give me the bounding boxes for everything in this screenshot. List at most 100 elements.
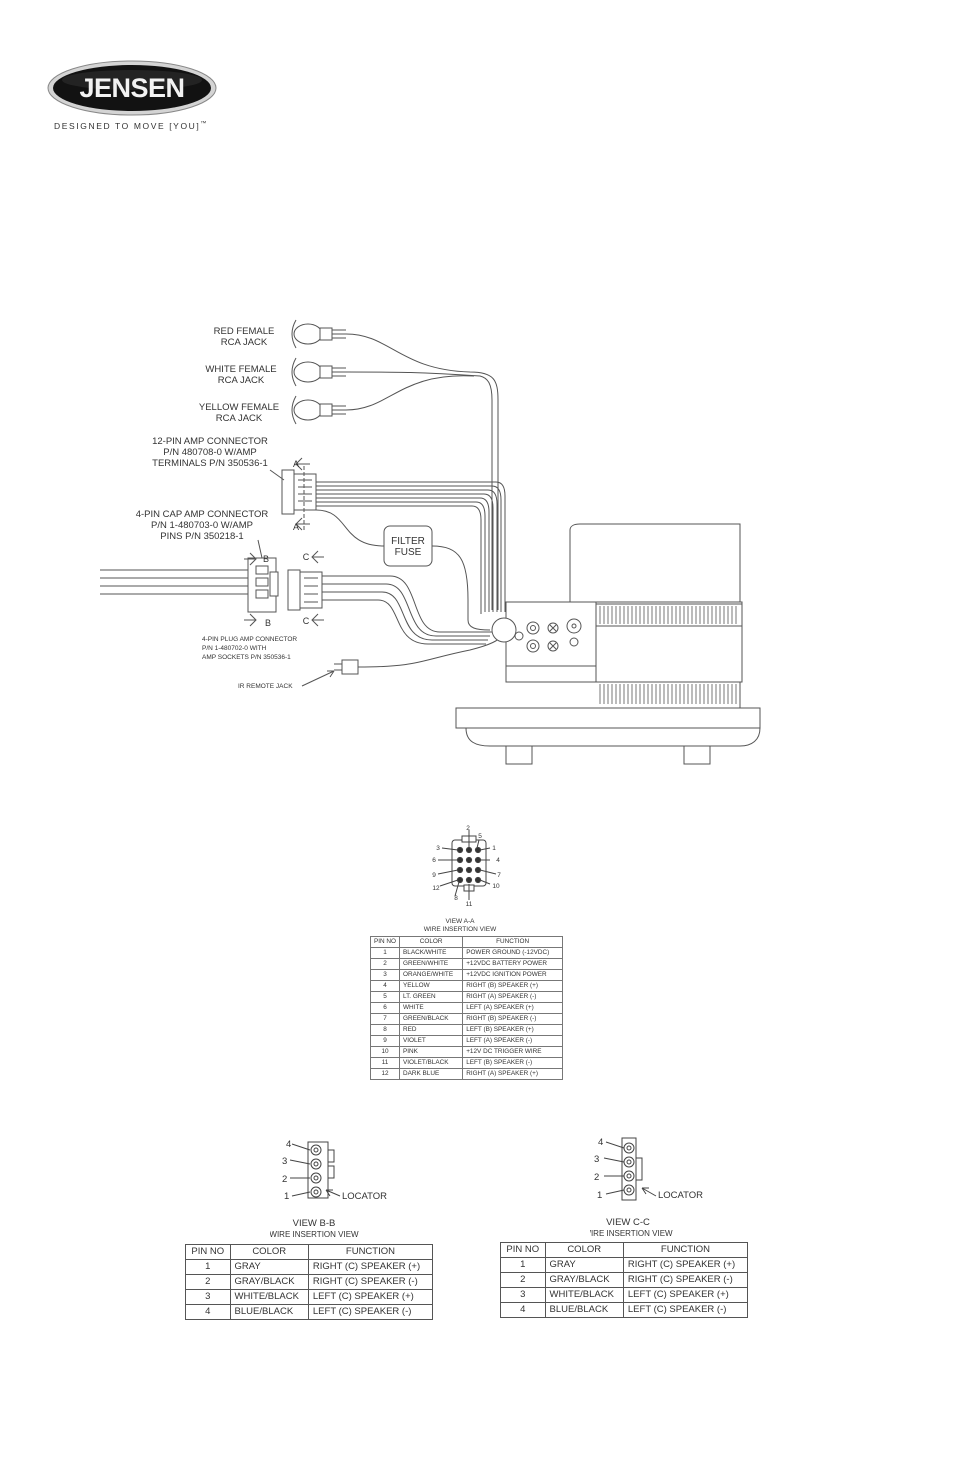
cell-function: +12VDC BATTERY POWER — [462, 958, 563, 970]
label-12pin-2: P/N 480708-0 W/AMP — [163, 447, 256, 458]
cell-no: 4 — [500, 1302, 546, 1318]
pin-c-3: 3 — [594, 1154, 599, 1165]
pin-c-1: 1 — [597, 1190, 602, 1201]
cell-color: BLUE/BLACK — [229, 1304, 309, 1320]
cell-color: ORANGE/WHITE — [399, 969, 464, 981]
table-header-row: PIN NO COLOR FUNCTION — [185, 1244, 434, 1260]
arrow-b-bottom — [244, 613, 257, 627]
jensen-logo: JENSEN — [46, 60, 218, 138]
cell-no: 7 — [369, 1013, 401, 1025]
cell-function: LEFT (B) SPEAKER (+) — [462, 1024, 563, 1036]
arrow-b-top — [244, 552, 257, 566]
header-function: FUNCTION — [462, 936, 563, 948]
cell-color: GRAY — [544, 1257, 624, 1273]
white-rca-cable — [345, 371, 493, 610]
cell-function: POWER GROUND (-12VDC) — [462, 947, 563, 959]
pointer-cap4 — [257, 539, 263, 559]
cell-function: RIGHT (C) SPEAKER (-) — [307, 1274, 434, 1290]
cell-function: LEFT (C) SPEAKER (-) — [307, 1304, 434, 1320]
pin-b-4: 4 — [286, 1139, 291, 1150]
label-red-rca-1: RED FEMALE — [214, 326, 275, 337]
arrow-c-bottom — [311, 613, 324, 627]
view-cc-title: VIEW C-C — [606, 1217, 650, 1228]
pin-label-12: 12 — [432, 885, 440, 892]
label-12pin-1: 12-PIN AMP CONNECTOR — [152, 436, 268, 447]
pointer-12pin — [269, 469, 285, 481]
header-color: COLOR — [544, 1242, 624, 1258]
yellow-rca-jack — [291, 395, 346, 425]
cell-color: BLUE/BLACK — [544, 1302, 624, 1318]
cell-function: RIGHT (C) SPEAKER (+) — [307, 1259, 434, 1275]
pin-label-10: 10 — [492, 883, 500, 890]
connector-c-face: 4 3 2 1 LOCATOR VIEW C-C WIRE INSERTION … — [590, 1137, 703, 1238]
cell-function: RIGHT (B) SPEAKER (+) — [462, 980, 563, 992]
pin-label-8: 8 — [454, 895, 458, 902]
label-white-rca-1: WHITE FEMALE — [205, 364, 276, 375]
cell-function: LEFT (B) SPEAKER (-) — [462, 1057, 563, 1069]
logo-wordmark: JENSEN — [79, 73, 184, 103]
pin-label-4: 4 — [496, 857, 500, 864]
cell-function: RIGHT (C) SPEAKER (+) — [622, 1257, 749, 1273]
cell-no: 3 — [500, 1287, 546, 1303]
header-color: COLOR — [399, 936, 464, 948]
cell-no: 2 — [369, 958, 401, 970]
cell-function: +12V DC TRIGGER WIRE — [462, 1046, 563, 1058]
pin-c-2: 2 — [594, 1172, 599, 1183]
cell-color: GRAY/BLACK — [544, 1272, 624, 1288]
cell-no: 9 — [369, 1035, 401, 1047]
header-function: FUNCTION — [622, 1242, 749, 1258]
cell-function: LEFT (C) SPEAKER (+) — [307, 1289, 434, 1305]
cell-color: DARK BLUE — [399, 1068, 464, 1080]
cell-color: BLACK/WHITE — [399, 947, 464, 959]
table-header-row: PIN NO COLOR FUNCTION — [369, 936, 563, 948]
marker-b-bottom: B — [265, 618, 271, 628]
ir-remote-jack — [301, 635, 501, 687]
red-rca-cable — [345, 333, 499, 610]
yellow-rca-cable — [345, 375, 475, 411]
cell-function: LEFT (A) SPEAKER (+) — [462, 1002, 563, 1014]
header-pin-no: PIN NO — [369, 936, 401, 948]
pin-label-9: 9 — [432, 872, 436, 879]
cell-color: RED — [399, 1024, 464, 1036]
cell-no: 4 — [369, 980, 401, 992]
cell-no: 4 — [185, 1304, 231, 1320]
label-plug4-3: AMP SOCKETS P/N 350536-1 — [202, 654, 291, 661]
cell-no: 6 — [369, 1002, 401, 1014]
cell-function: RIGHT (B) SPEAKER (-) — [462, 1013, 563, 1025]
view-aa-title: VIEW A-A — [446, 918, 476, 925]
label-red-rca-2: RCA JACK — [221, 337, 268, 348]
label-plug4-2: P/N 1-480702-0 WITH — [202, 645, 267, 652]
tagline: DESIGNED TO MOVE [YOU]™ — [54, 121, 208, 131]
pin-c-4: 4 — [598, 1137, 603, 1148]
cell-color: VIOLET — [399, 1035, 464, 1047]
pin-label-7: 7 — [497, 872, 501, 879]
cell-no: 1 — [500, 1257, 546, 1273]
arrow-a-bottom — [295, 517, 310, 531]
label-cap4-3: PINS P/N 350218-1 — [160, 531, 243, 542]
cell-no: 2 — [500, 1272, 546, 1288]
pin-label-3: 3 — [436, 845, 440, 852]
arrow-c-top — [311, 550, 324, 564]
view-cc-subtitle: WIRE INSERTION VIEW — [590, 1229, 673, 1238]
label-fuse-1: FILTER — [391, 536, 425, 547]
locator-b: LOCATOR — [342, 1191, 387, 1202]
label-ir-remote: IR REMOTE JACK — [238, 683, 293, 690]
